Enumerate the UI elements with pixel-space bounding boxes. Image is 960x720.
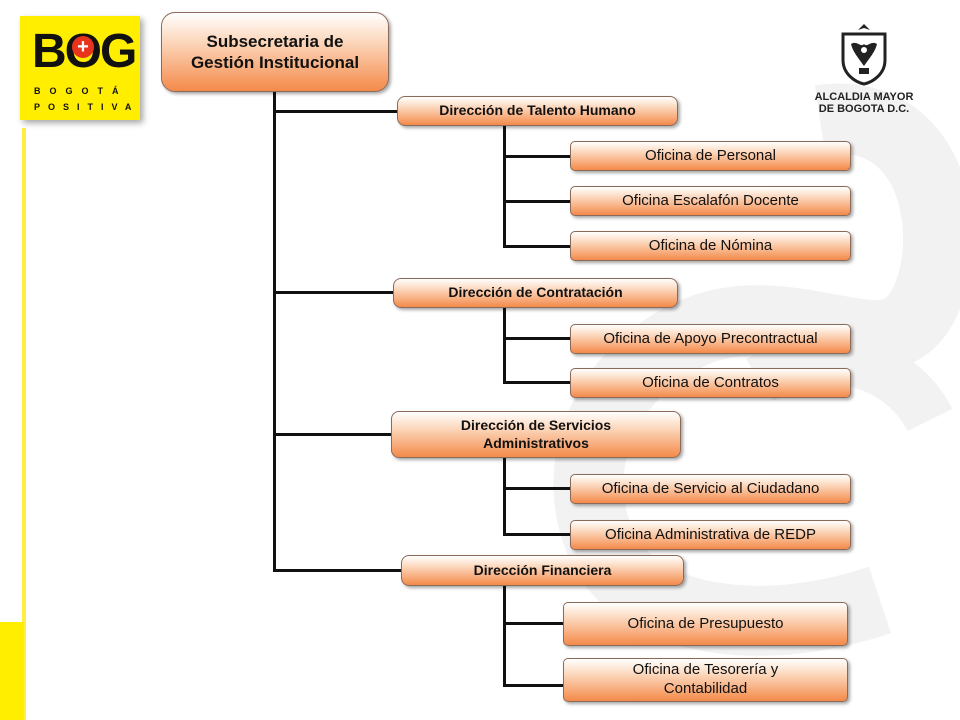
connector-precontractual	[503, 337, 571, 340]
box-oficina-tesoreria: Oficina de Tesorería y Contabilidad	[563, 658, 848, 702]
connector-servicios-vertical	[503, 458, 506, 536]
connector-escalafon	[503, 200, 571, 203]
connector-tesoreria	[503, 684, 565, 687]
connector-to-servicios	[273, 433, 393, 436]
box-contratacion-label: Dirección de Contratación	[448, 284, 623, 301]
connector-contratos	[503, 381, 571, 384]
box-contratacion: Dirección de Contratación	[393, 278, 678, 308]
box-oficina-nomina: Oficina de Nómina	[570, 231, 851, 261]
connector-nomina	[503, 245, 571, 248]
logo-line1: BOGOTÁ	[34, 86, 128, 96]
connector-ciudadano	[503, 487, 571, 490]
alcaldia-line1: ALCALDIA MAYOR	[814, 91, 914, 103]
connector-to-financiera	[273, 569, 403, 572]
box-oficina-personal-label: Oficina de Personal	[645, 146, 776, 164]
box-financiera-label: Dirección Financiera	[473, 561, 612, 578]
box-oficina-precontractual: Oficina de Apoyo Precontractual	[570, 324, 851, 354]
connector-to-contratacion	[273, 291, 397, 294]
box-talento-humano-label: Dirección de Talento Humano	[439, 102, 636, 119]
connector-financiera-vertical	[503, 586, 506, 687]
box-financiera: Dirección Financiera	[401, 555, 684, 586]
box-subsecretaria: Subsecretaria de Gestión Institucional	[161, 12, 389, 92]
box-oficina-presupuesto-label: Oficina de Presupuesto	[627, 614, 784, 632]
connector-contratacion-vertical	[503, 306, 506, 384]
box-servicios-administrativos-label: Dirección de Servicios Administrativos	[460, 417, 612, 451]
plus-icon: +	[72, 36, 94, 58]
box-oficina-presupuesto: Oficina de Presupuesto	[563, 602, 848, 646]
box-oficina-nomina-label: Oficina de Nómina	[648, 236, 773, 254]
yellow-side-strip	[22, 128, 26, 720]
box-oficina-ciudadano-label: Oficina de Servicio al Ciudadano	[601, 479, 820, 497]
box-subsecretaria-label: Subsecretaria de Gestión Institucional	[190, 31, 360, 72]
box-oficina-contratos-label: Oficina de Contratos	[642, 373, 779, 391]
box-talento-humano: Dirección de Talento Humano	[397, 96, 678, 126]
coat-of-arms-icon	[841, 24, 887, 86]
connector-presupuesto	[503, 622, 565, 625]
box-oficina-tesoreria-label: Oficina de Tesorería y Contabilidad	[632, 661, 779, 697]
connector-to-talento	[273, 110, 399, 113]
box-oficina-redp-label: Oficina Administrativa de REDP	[605, 525, 816, 543]
yellow-corner-block	[0, 622, 24, 720]
box-oficina-escalafon-label: Oficina Escalafón Docente	[622, 191, 799, 209]
box-oficina-contratos: Oficina de Contratos	[570, 368, 851, 398]
alcaldia-line2: DE BOGOTA D.C.	[818, 103, 910, 115]
box-servicios-administrativos: Dirección de Servicios Administrativos	[391, 411, 681, 458]
connector-talento-vertical	[503, 126, 506, 248]
box-oficina-escalafon: Oficina Escalafón Docente	[570, 186, 851, 216]
alcaldia-logo: ALCALDIA MAYOR DE BOGOTA D.C.	[804, 22, 924, 115]
box-oficina-precontractual-label: Oficina de Apoyo Precontractual	[603, 329, 818, 347]
logo-line2: POSITIVA	[34, 102, 140, 112]
box-oficina-redp: Oficina Administrativa de REDP	[570, 520, 851, 550]
box-oficina-personal: Oficina de Personal	[570, 141, 851, 171]
bog-positiva-logo: BOG + BOGOTÁ POSITIVA	[20, 16, 140, 120]
connector-main-vertical	[273, 92, 276, 572]
box-oficina-ciudadano: Oficina de Servicio al Ciudadano	[570, 474, 851, 504]
connector-redp	[503, 533, 571, 536]
connector-personal	[503, 155, 571, 158]
